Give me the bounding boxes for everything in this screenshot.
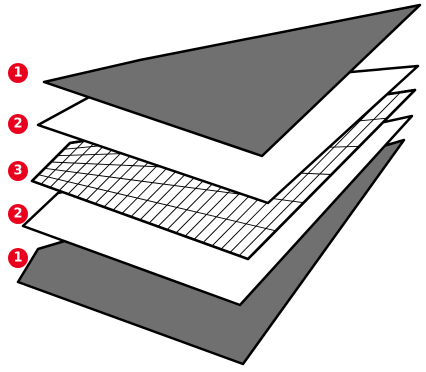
badge-1-top: 1: [8, 63, 28, 83]
badge-2-upper: 2: [8, 114, 28, 134]
grid-line-row: [38, 174, 276, 232]
layer-middle-grid-outline: [30, 88, 417, 261]
svg-text:3: 3: [13, 164, 22, 179]
badge-2-lower: 2: [8, 204, 28, 224]
svg-text:1: 1: [13, 66, 22, 81]
badge-3-grid: 3: [8, 161, 28, 181]
badge-1-bottom: 1: [8, 248, 28, 268]
svg-text:2: 2: [13, 207, 22, 222]
layer-top-dark: [42, 3, 422, 158]
svg-text:2: 2: [13, 117, 22, 132]
svg-text:1: 1: [13, 251, 22, 266]
